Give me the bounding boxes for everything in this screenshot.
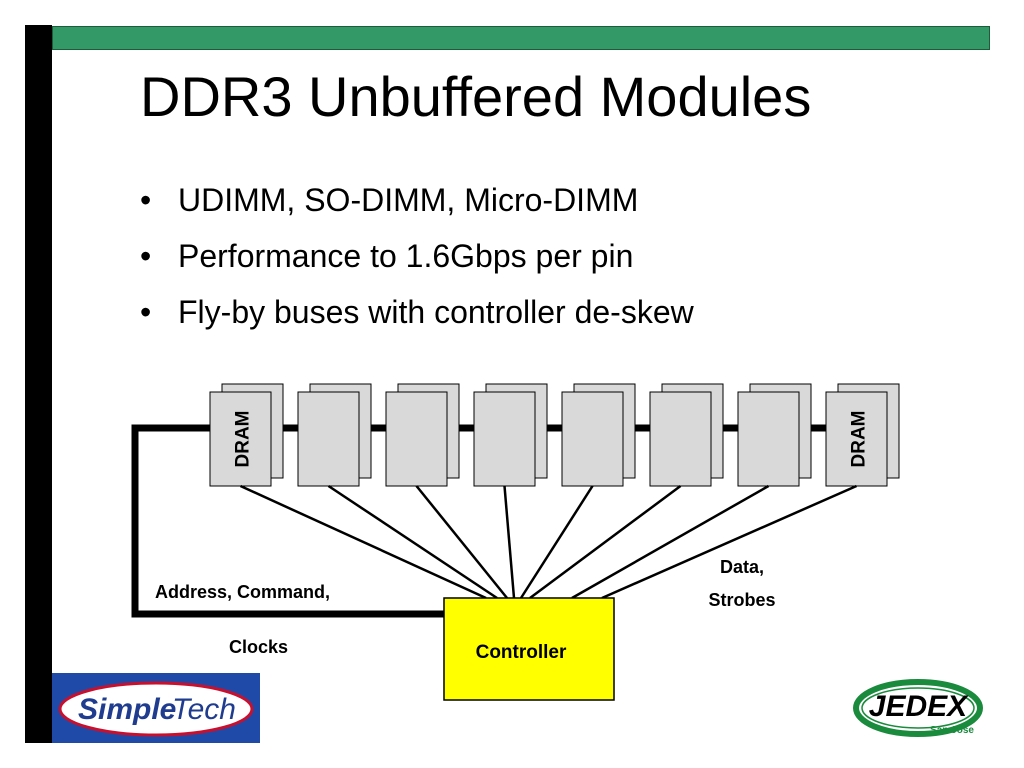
dram-chip-label: DRAM <box>849 411 870 468</box>
data-label-line1: Data, <box>720 557 764 577</box>
dram-chip-front <box>825 391 888 487</box>
bullet-item: • UDIMM, SO-DIMM, Micro-DIMM <box>140 172 694 228</box>
data-line <box>503 485 516 599</box>
svg-text:Simple: Simple <box>78 693 176 726</box>
data-line <box>601 484 858 600</box>
dram-chip-front <box>649 391 712 487</box>
dram-chip-front <box>209 391 272 487</box>
dram-chip: DRAM <box>209 383 284 487</box>
data-line-group <box>239 484 858 600</box>
data-line <box>415 485 508 599</box>
bullet-dot: • <box>140 294 152 330</box>
dram-chip <box>649 383 724 487</box>
bullet-text: UDIMM, SO-DIMM, Micro-DIMM <box>178 182 639 218</box>
dram-chip-row: DRAM DRAM <box>209 383 900 487</box>
dram-chip <box>737 383 812 487</box>
data-line <box>571 484 770 600</box>
dram-chip-front <box>737 391 800 487</box>
slide-title: DDR3 Unbuffered Modules <box>140 65 812 128</box>
top-accent-bar <box>52 26 990 50</box>
bullet-dot: • <box>140 182 152 218</box>
dram-chip-front <box>473 391 536 487</box>
dram-chip-label: DRAM <box>233 411 254 468</box>
bullet-text: Fly-by buses with controller de-skew <box>178 294 694 330</box>
dram-chip-front <box>385 391 448 487</box>
data-line <box>239 484 487 600</box>
simpletech-logo: Simple Tech <box>52 673 260 743</box>
dram-chip <box>561 383 636 487</box>
address-label-line2: Clocks <box>229 637 288 657</box>
dram-chip-front <box>561 391 624 487</box>
bullet-text: Performance to 1.6Gbps per pin <box>178 238 634 274</box>
data-line <box>327 484 498 600</box>
dram-chip <box>297 383 372 487</box>
address-label-line1: Address, Command, <box>155 582 330 602</box>
svg-text:San Jose: San Jose <box>930 725 974 736</box>
dram-chip <box>385 383 460 487</box>
dram-chip <box>473 383 548 487</box>
bullet-item: • Performance to 1.6Gbps per pin <box>140 228 694 284</box>
svg-text:Tech: Tech <box>172 693 236 726</box>
dram-chip-front <box>297 391 360 487</box>
svg-text:JEDEX: JEDEX <box>869 690 969 723</box>
controller-box <box>443 597 615 701</box>
bullet-item: • Fly-by buses with controller de-skew <box>140 284 694 340</box>
bullet-dot: • <box>140 238 152 274</box>
data-line <box>529 484 682 600</box>
data-label-line2: Strobes <box>708 590 775 610</box>
data-line <box>519 485 594 599</box>
controller-label: Controller <box>476 642 567 663</box>
bullet-list: • UDIMM, SO-DIMM, Micro-DIMM • Performance… <box>140 172 694 340</box>
dram-chip: DRAM <box>825 383 900 487</box>
jedex-logo: JEDEX San Jose <box>853 679 983 737</box>
left-accent-bar <box>25 25 52 743</box>
